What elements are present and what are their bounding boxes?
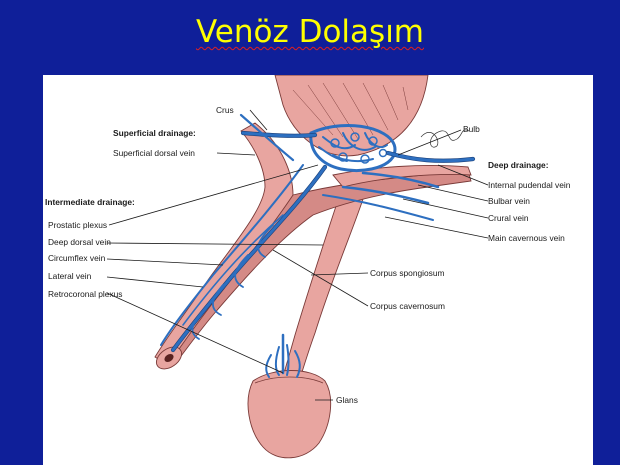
- diagram-panel: Superficial drainage: Intermediate drain…: [43, 75, 593, 465]
- urethra-opening-illustration: [164, 353, 174, 363]
- label-deep-dorsal-vein: Deep dorsal vein: [48, 237, 111, 247]
- label-circumflex-vein: Circumflex vein: [48, 253, 106, 263]
- label-retrocoronal-plexus: Retrocoronal plexus: [48, 289, 122, 299]
- label-corpus-cavernosum: Corpus cavernosum: [370, 301, 445, 311]
- deep-drainage-header: Deep drainage:: [488, 160, 549, 170]
- intermediate-drainage-header: Intermediate drainage:: [45, 197, 135, 207]
- label-leader-lines: [106, 109, 489, 401]
- glans-rim-illustration: [254, 376, 324, 384]
- glans-illustration: [247, 370, 332, 459]
- label-main-cavernous-vein: Main cavernous vein: [488, 233, 565, 243]
- label-glans: Glans: [336, 395, 358, 405]
- slide-title: Venöz Dolaşım: [195, 14, 425, 50]
- label-lateral-vein: Lateral vein: [48, 271, 92, 281]
- superficial-drainage-header: Superficial drainage:: [113, 128, 196, 138]
- label-corpus-spongiosum: Corpus spongiosum: [370, 268, 445, 278]
- label-bulbar-vein: Bulbar vein: [488, 196, 530, 206]
- artist-signature-illustration: [420, 129, 470, 148]
- vein-network-illustration: [160, 113, 476, 378]
- label-internal-pudendal-vein: Internal pudendal vein: [488, 180, 571, 190]
- bulb-venous-plexus-illustration: [309, 124, 397, 172]
- label-crural-vein: Crural vein: [488, 213, 529, 223]
- label-prostatic-plexus: Prostatic plexus: [48, 220, 107, 230]
- anatomy-diagram: Superficial drainage: Intermediate drain…: [45, 75, 571, 459]
- label-bulb: Bulb: [463, 124, 480, 134]
- label-crus: Crus: [216, 105, 234, 115]
- label-superficial-dorsal-vein: Superficial dorsal vein: [113, 148, 195, 158]
